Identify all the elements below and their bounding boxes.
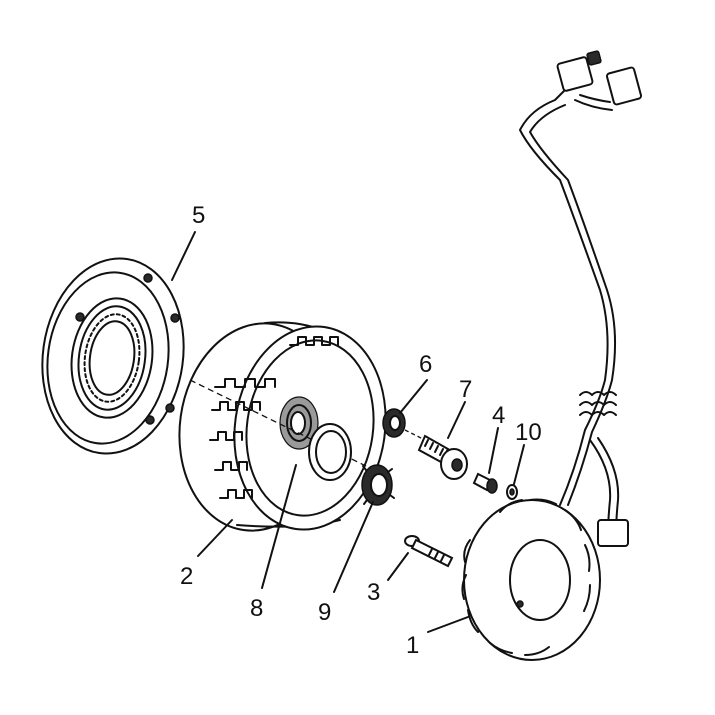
callout-label-2: 2 bbox=[180, 563, 193, 590]
flywheel-bolt-part bbox=[404, 429, 468, 480]
gear-nut-part bbox=[361, 464, 395, 506]
pickup-bolt-part bbox=[472, 472, 498, 494]
o-ring-part bbox=[308, 423, 352, 481]
callout-labels: 1 2 3 4 5 6 7 8 9 10 bbox=[180, 202, 542, 659]
callout-label-5: 5 bbox=[192, 202, 205, 229]
callout-label-7: 7 bbox=[459, 376, 472, 403]
callout-label-10: 10 bbox=[515, 419, 542, 446]
callout-label-8: 8 bbox=[250, 595, 263, 622]
callout-label-9: 9 bbox=[318, 599, 331, 626]
leader-lines bbox=[171, 231, 525, 633]
small-washer-part bbox=[506, 484, 518, 500]
flywheel-part bbox=[178, 321, 387, 532]
callout-label-4: 4 bbox=[492, 402, 505, 429]
callout-label-1: 1 bbox=[406, 632, 419, 659]
stator-part bbox=[461, 50, 642, 661]
callout-label-3: 3 bbox=[367, 579, 380, 606]
starter-clutch-part bbox=[41, 257, 185, 455]
stator-bolt-part bbox=[404, 535, 454, 568]
callout-label-6: 6 bbox=[419, 351, 432, 378]
washer-part bbox=[382, 408, 406, 438]
